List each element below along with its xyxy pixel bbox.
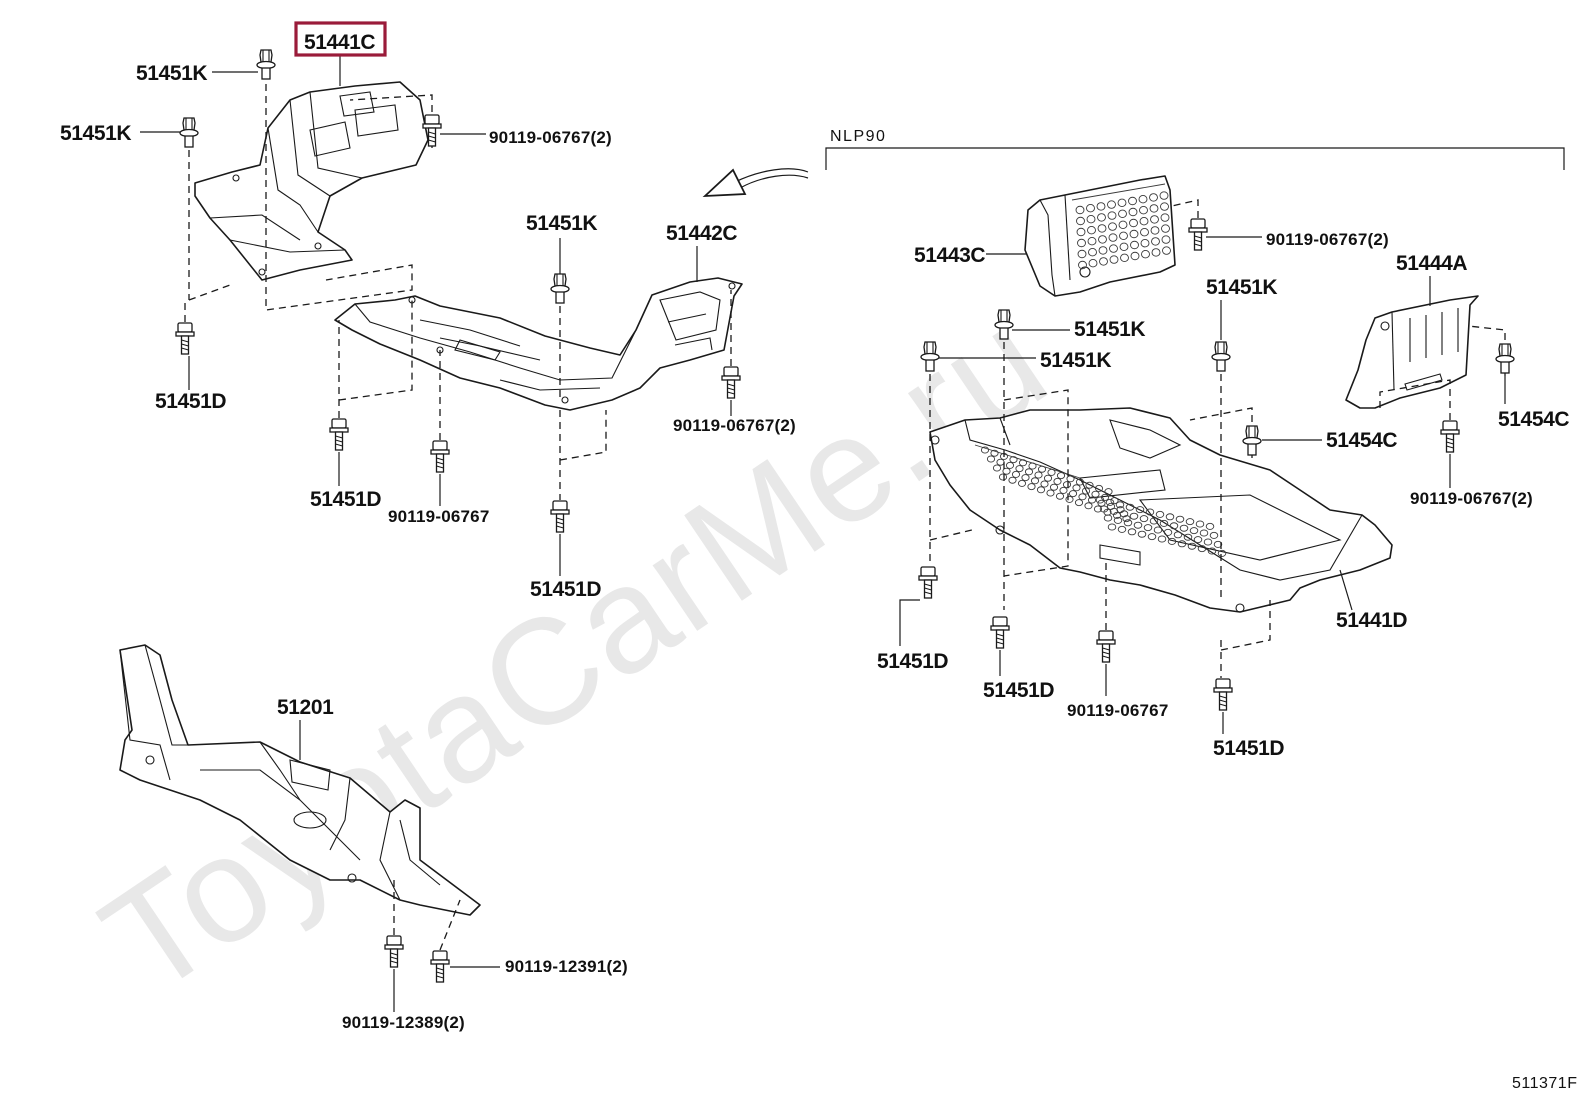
push-clip-icon[interactable] xyxy=(550,273,570,304)
label-90119-06767-2-b[interactable]: 90119-06767(2) xyxy=(673,416,796,435)
flange-bolt-icon[interactable] xyxy=(1096,630,1116,663)
part-51442C-cover[interactable] xyxy=(334,277,743,411)
push-clip-icon[interactable] xyxy=(256,49,276,80)
label-51444A[interactable]: 51444A xyxy=(1396,252,1468,275)
push-clip-icon[interactable] xyxy=(1242,425,1262,456)
label-51201[interactable]: 51201 xyxy=(277,696,335,719)
curved-arrow-icon xyxy=(702,168,809,198)
label-90119-06767-2-g[interactable]: 90119-06767(2) xyxy=(1410,489,1533,508)
label-90119-06767-2-f[interactable]: 90119-06767(2) xyxy=(1266,230,1389,249)
flange-bolt-icon[interactable] xyxy=(175,322,195,355)
label-51454C-b[interactable]: 51454C xyxy=(1326,429,1398,452)
label-90119-12389-2[interactable]: 90119-12389(2) xyxy=(342,1013,465,1032)
label-51451D-f[interactable]: 51451D xyxy=(1213,737,1285,760)
part-51441C-shield[interactable] xyxy=(194,81,429,281)
variant-bracket: NLP90 xyxy=(825,128,1565,170)
label-51451D-d[interactable]: 51451D xyxy=(877,650,949,673)
part-51201-crossmember[interactable] xyxy=(119,644,481,916)
highlight-box xyxy=(294,21,387,57)
label-51454C-a[interactable]: 51454C xyxy=(1498,408,1570,431)
label-51451D-b[interactable]: 51451D xyxy=(310,488,382,511)
label-51451K-mid[interactable]: 51451K xyxy=(526,212,598,235)
label-90119-06767-h[interactable]: 90119-06767 xyxy=(1067,701,1168,720)
variant-label: NLP90 xyxy=(830,128,886,145)
flange-bolt-icon[interactable] xyxy=(384,935,404,968)
label-90119-12391-2[interactable]: 90119-12391(2) xyxy=(505,957,628,976)
flange-bolt-icon[interactable] xyxy=(1213,678,1233,711)
label-90119-06767-c[interactable]: 90119-06767 xyxy=(388,507,489,526)
flange-bolt-icon[interactable] xyxy=(430,950,450,983)
flange-bolt-icon[interactable] xyxy=(329,418,349,451)
flange-bolt-icon[interactable] xyxy=(550,500,570,533)
flange-bolt-icon[interactable] xyxy=(721,366,741,399)
push-clip-icon[interactable] xyxy=(1495,343,1515,374)
label-51451K-right-a[interactable]: 51451K xyxy=(1206,276,1278,299)
label-51451D-c[interactable]: 51451D xyxy=(530,578,602,601)
label-51441D[interactable]: 51441D xyxy=(1336,609,1408,632)
push-clip-icon[interactable] xyxy=(1211,341,1231,372)
push-clip-icon[interactable] xyxy=(179,117,199,148)
part-51443C-grid-panel[interactable] xyxy=(1024,175,1176,297)
label-51451K-right-b[interactable]: 51451K xyxy=(1074,318,1146,341)
label-51451K-left[interactable]: 51451K xyxy=(60,122,132,145)
part-51441D-undercover[interactable] xyxy=(929,407,1393,613)
flange-bolt-icon[interactable] xyxy=(918,566,938,599)
diagram-code: 511371F xyxy=(1512,1075,1577,1092)
label-51441C[interactable]: 51441C xyxy=(304,31,376,54)
part-51444A-side-panel[interactable] xyxy=(1345,295,1479,409)
label-90119-06767-2-a[interactable]: 90119-06767(2) xyxy=(489,128,612,147)
label-51451K-top[interactable]: 51451K xyxy=(136,62,208,85)
label-51443C[interactable]: 51443C xyxy=(914,244,986,267)
flange-bolt-icon[interactable] xyxy=(430,440,450,473)
flange-bolt-icon[interactable] xyxy=(990,616,1010,649)
flange-bolt-icon[interactable] xyxy=(1440,420,1460,453)
flange-bolt-icon[interactable] xyxy=(1188,218,1208,251)
label-51451D-a[interactable]: 51451D xyxy=(155,390,227,413)
label-51451K-right-c[interactable]: 51451K xyxy=(1040,349,1112,372)
assembly-guide-lines xyxy=(184,84,1506,951)
label-51451D-e[interactable]: 51451D xyxy=(983,679,1055,702)
label-51442C[interactable]: 51442C xyxy=(666,222,738,245)
leader-lines xyxy=(140,56,1506,1012)
